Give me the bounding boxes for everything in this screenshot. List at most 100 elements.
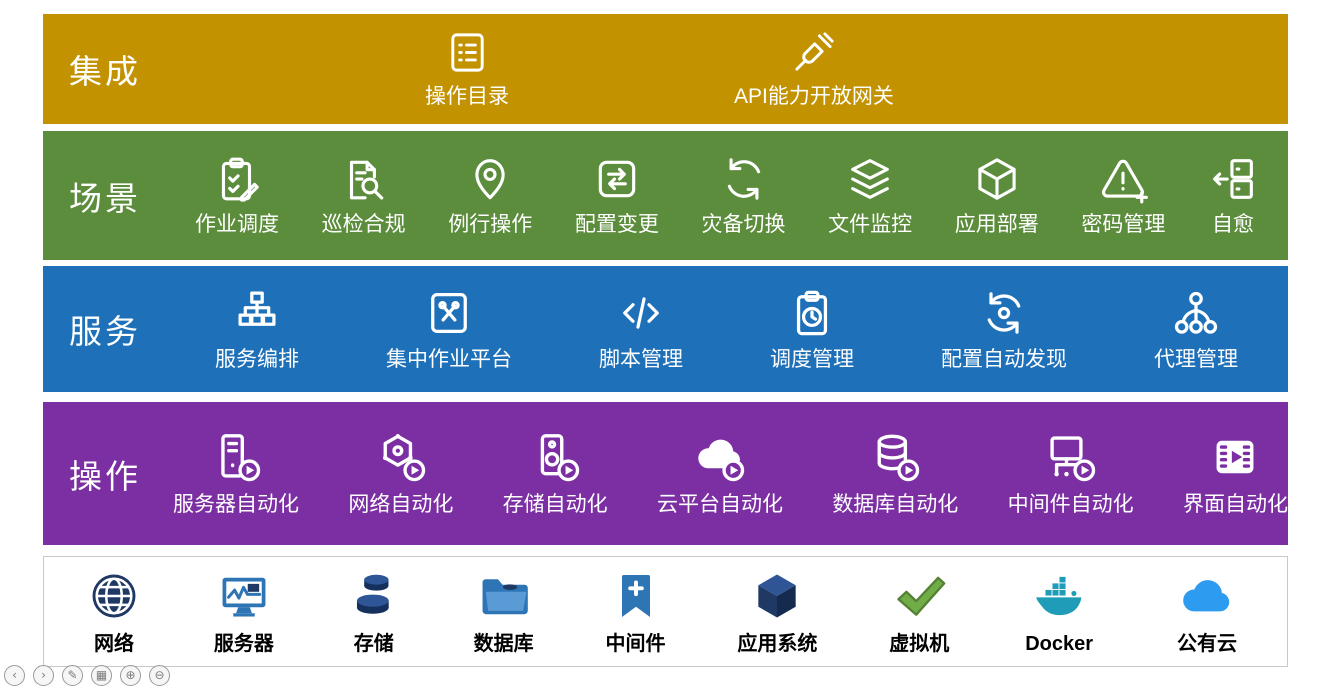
cube-icon — [972, 154, 1022, 204]
docker-whale-icon — [1021, 568, 1097, 624]
item-network: 网络 — [86, 568, 142, 655]
item-label: 例行操作 — [448, 213, 533, 237]
storage-play-icon — [528, 430, 582, 484]
item-label: 作业调度 — [195, 213, 279, 237]
server-restore-icon — [1208, 154, 1258, 204]
item-label: 数据库自动化 — [832, 493, 959, 517]
integration-layer-title: 集成 — [69, 53, 141, 90]
item-api-gateway: API能力开放网关 — [734, 29, 894, 108]
operation-items: 服务器自动化 网络自动化 存储自动化 云平台自动化 数据库自动化 中间件自动化 — [173, 430, 1288, 516]
foundation-resources-band: 网络 服务器 存储 数据库 中间件 应用系统 — [43, 556, 1288, 667]
zoom-in-icon[interactable]: ⊕ — [120, 665, 141, 686]
document-search-icon — [339, 154, 389, 204]
operation-layer-title: 操作 — [69, 457, 141, 495]
item-label: 存储自动化 — [502, 493, 608, 517]
item-script-management: 脚本管理 — [599, 287, 683, 371]
location-pin-icon — [465, 154, 515, 204]
storage-disks-icon — [346, 568, 402, 624]
alert-plus-icon — [1098, 154, 1148, 204]
middleware-flag-icon — [608, 568, 664, 624]
cloud-play-icon — [693, 430, 747, 484]
scenario-items: 作业调度 巡检合规 例行操作 配置变更 灾备切换 文件监控 — [195, 154, 1288, 236]
foundation-items: 网络 服务器 存储 数据库 中间件 应用系统 — [44, 568, 1287, 655]
app-cube-icon — [749, 568, 805, 624]
item-middleware: 中间件 — [606, 568, 666, 655]
item-label: 云平台自动化 — [656, 493, 783, 517]
catalog-list-icon — [444, 29, 491, 76]
prev-arrow-icon[interactable]: ‹ — [4, 665, 25, 686]
item-label: 虚拟机 — [889, 633, 950, 655]
item-storage: 存储 — [346, 568, 402, 655]
item-job-scheduling: 作业调度 — [195, 154, 279, 236]
service-items: 服务编排 集中作业平台 脚本管理 调度管理 配置自动发现 代理管理 — [195, 287, 1288, 371]
item-label: 公有云 — [1177, 633, 1237, 655]
zoom-out-icon[interactable]: ⊖ — [149, 665, 170, 686]
api-plug-icon — [790, 29, 837, 76]
code-icon — [615, 287, 667, 339]
public-cloud-icon — [1169, 568, 1245, 624]
item-label: 代理管理 — [1154, 347, 1238, 371]
pen-icon[interactable]: ✎ — [62, 665, 83, 686]
item-label: 应用部署 — [954, 213, 1039, 237]
ui-film-play-icon — [1208, 430, 1262, 484]
item-routine-operation: 例行操作 — [448, 154, 532, 236]
viewer-controls: ‹ › ✎ ▦ ⊕ ⊖ — [4, 665, 170, 686]
item-label: API能力开放网关 — [734, 85, 894, 109]
operation-layer-band: 操作 服务器自动化 网络自动化 存储自动化 云平台自动化 数据库自动化 — [43, 402, 1288, 545]
item-label: 服务器自动化 — [173, 493, 299, 517]
item-docker: Docker — [1021, 568, 1097, 655]
service-layer-band: 服务 服务编排 集中作业平台 脚本管理 调度管理 配置自动发现 — [43, 266, 1288, 392]
next-arrow-icon[interactable]: › — [33, 665, 54, 686]
sync-arrows-icon — [719, 154, 769, 204]
server-monitor-icon — [216, 568, 272, 624]
item-ui-automation: 界面自动化 — [1183, 430, 1288, 516]
item-label: 自愈 — [1212, 213, 1254, 237]
item-cloud-automation: 云平台自动化 — [657, 430, 783, 516]
clipboard-clock-icon — [786, 287, 838, 339]
swap-arrows-icon — [592, 154, 642, 204]
item-label: 巡检合规 — [321, 213, 406, 237]
item-label: 文件监控 — [828, 213, 913, 237]
item-label: 应用系统 — [737, 633, 818, 655]
book-wrench-icon — [423, 287, 475, 339]
item-label: 脚本管理 — [599, 347, 683, 371]
item-label: 配置变更 — [574, 213, 659, 237]
automation-architecture-diagram: 集成 操作目录 API能力开放网关 场景 作业调度 巡检合规 — [43, 14, 1288, 667]
item-middleware-automation: 中间件自动化 — [1008, 430, 1134, 516]
item-public-cloud: 公有云 — [1169, 568, 1245, 655]
item-agent-management: 代理管理 — [1154, 287, 1238, 371]
grid-icon[interactable]: ▦ — [91, 665, 112, 686]
item-label: 中间件自动化 — [1007, 493, 1134, 517]
scenario-layer-band: 场景 作业调度 巡检合规 例行操作 配置变更 灾备切换 — [43, 131, 1288, 260]
item-operation-catalog: 操作目录 — [425, 29, 509, 108]
item-label: 服务编排 — [215, 347, 299, 371]
scenario-layer-title: 场景 — [69, 179, 141, 217]
item-network-automation: 网络自动化 — [348, 430, 453, 516]
item-inspection-compliance: 巡检合规 — [322, 154, 406, 236]
item-label: 密码管理 — [1081, 213, 1166, 237]
item-vm: 虚拟机 — [889, 568, 949, 655]
item-label: Docker — [1025, 633, 1094, 655]
globe-icon — [86, 568, 142, 624]
item-config-change: 配置变更 — [575, 154, 659, 236]
item-central-job-platform: 集中作业平台 — [386, 287, 512, 371]
item-label: 中间件 — [605, 633, 666, 655]
item-database-automation: 数据库自动化 — [832, 430, 958, 516]
network-play-icon — [374, 430, 428, 484]
discover-sync-icon — [978, 287, 1030, 339]
service-layer-title: 服务 — [69, 313, 141, 350]
item-label: 存储 — [353, 633, 394, 655]
item-storage-automation: 存储自动化 — [503, 430, 608, 516]
item-schedule-management: 调度管理 — [770, 287, 854, 371]
database-folder-icon — [476, 568, 532, 624]
item-label: 数据库 — [473, 633, 534, 655]
org-tree-icon — [231, 287, 283, 339]
item-database: 数据库 — [474, 568, 534, 655]
item-label: 界面自动化 — [1182, 493, 1288, 517]
item-file-monitoring: 文件监控 — [828, 154, 912, 236]
item-label: 集中作业平台 — [386, 347, 512, 371]
item-app-deployment: 应用部署 — [955, 154, 1039, 236]
clipboard-pen-icon — [212, 154, 262, 204]
vm-check-icon — [891, 568, 947, 624]
item-label: 灾备切换 — [701, 213, 786, 237]
